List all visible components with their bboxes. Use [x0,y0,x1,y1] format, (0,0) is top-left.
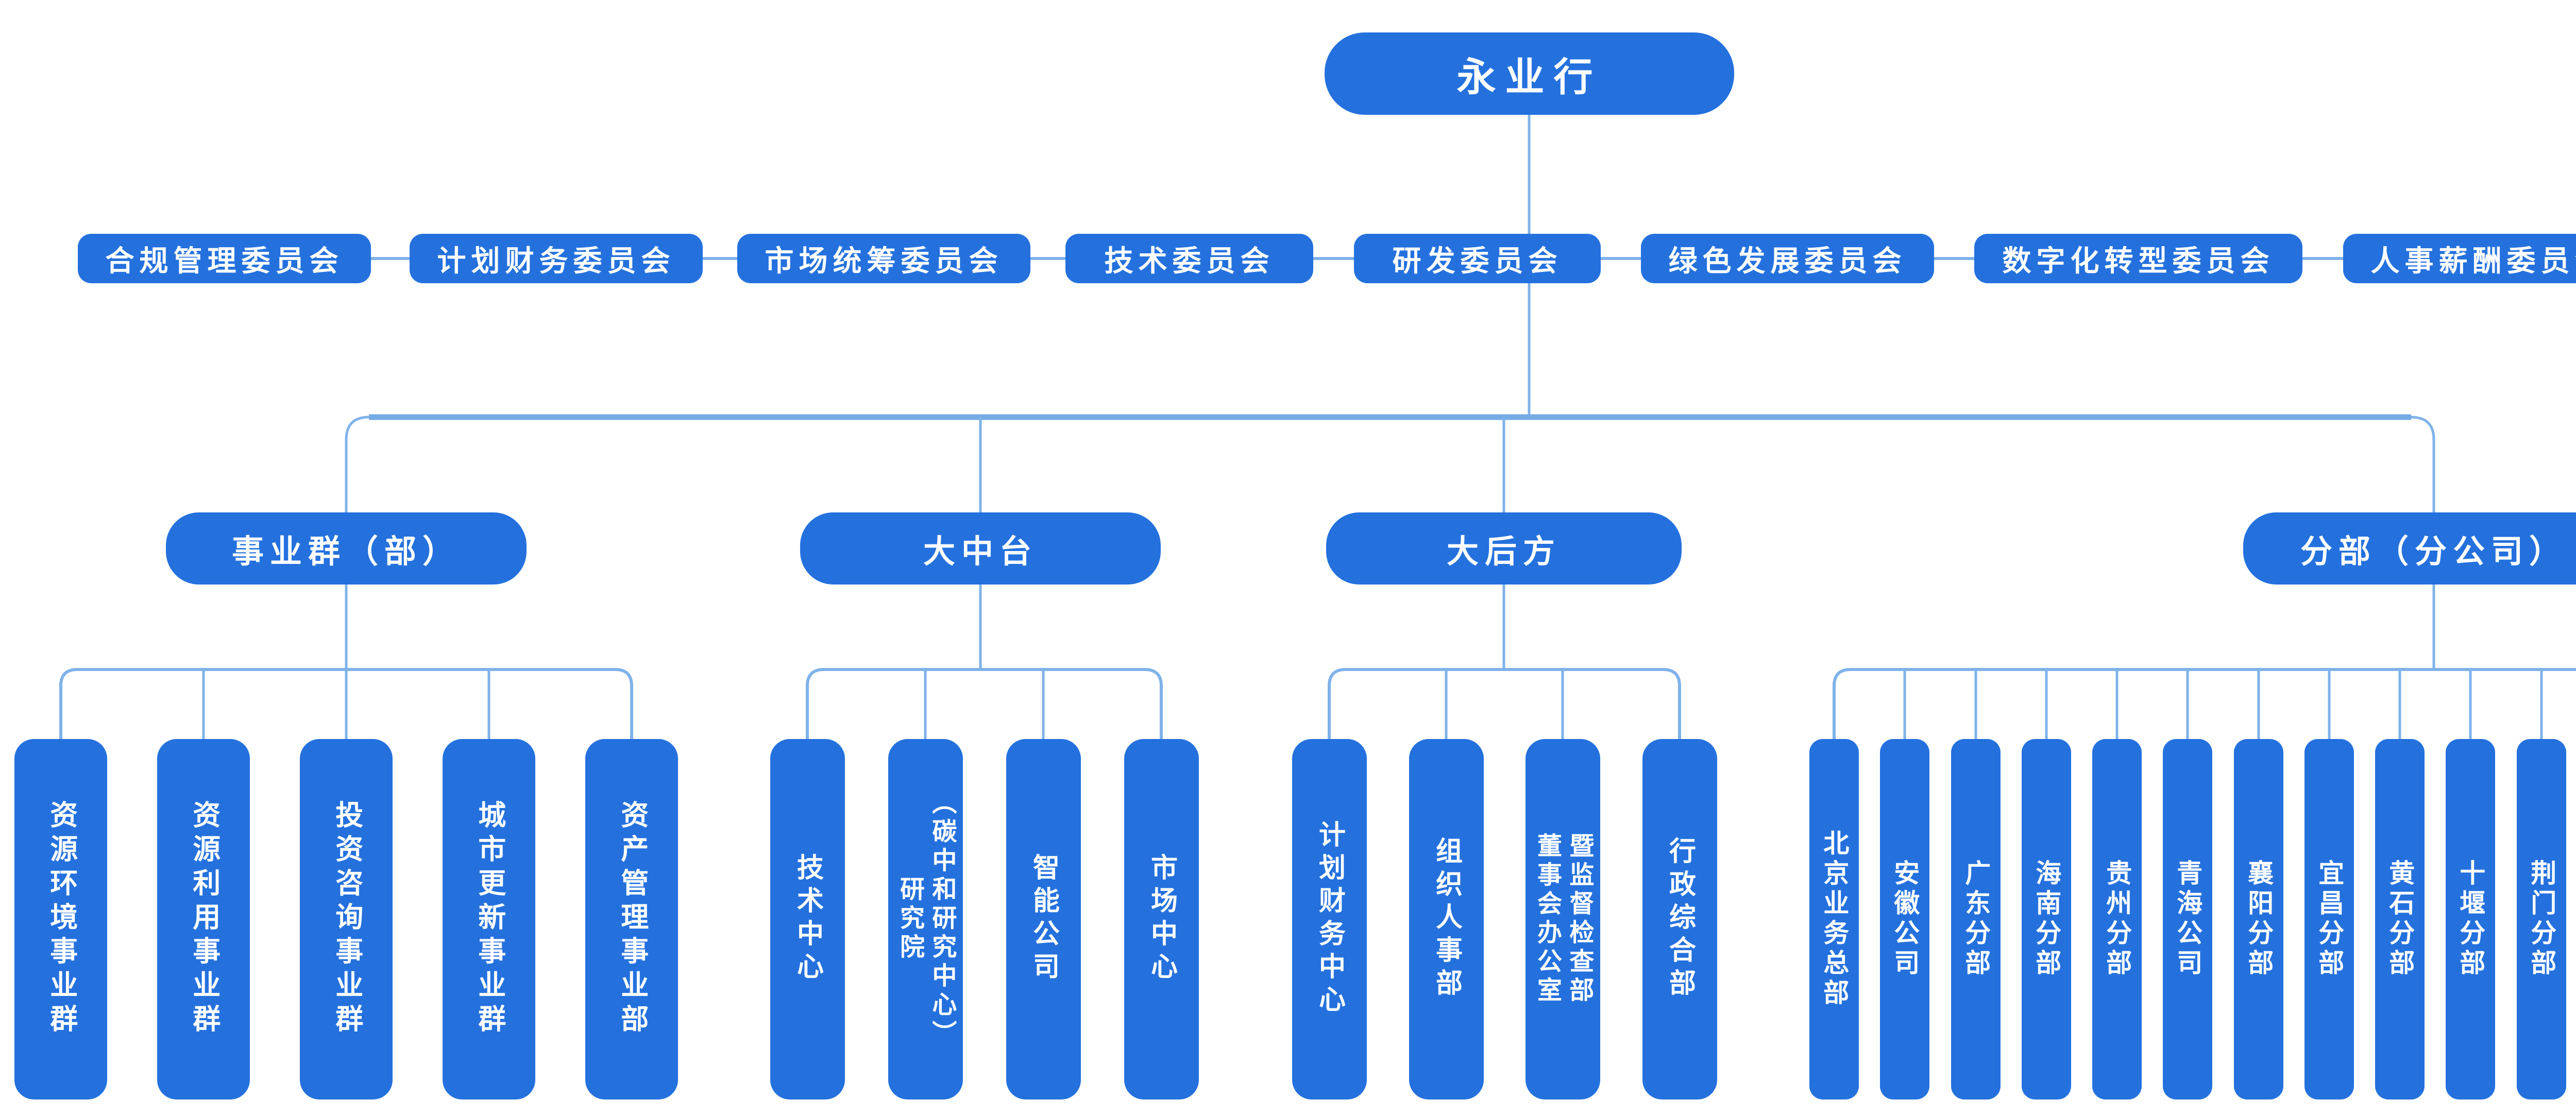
committee-node-5: 研发委员会 [1354,234,1601,283]
leaf-node-4-8: 宜昌分部 [2304,739,2354,1099]
leaf-label: 研究院 （碳中和研究中心） [896,789,956,1049]
committee-node-4: 技术委员会 [1065,234,1313,283]
leaf-label: 智能公司 [1028,853,1059,985]
leaf-node-4-10: 十堰分部 [2446,739,2495,1099]
leaf-label: 市场中心 [1146,853,1177,985]
leaf-node-2-3: 智能公司 [1006,739,1081,1099]
leaf-label: 组织人事部 [1431,837,1462,1002]
leaf-node-3-3: 董事会办公室 暨监督检查部 [1525,739,1600,1099]
leaf-node-1-1: 资源环境事业群 [14,739,107,1099]
group-header-node-2: 大中台 [800,512,1161,585]
leaf-node-2-2: 研究院 （碳中和研究中心） [888,739,963,1099]
leaf-label: 投资咨询事业群 [331,800,362,1038]
leaf-node-4-7: 襄阳分部 [2234,739,2283,1099]
leaf-node-4-1: 北京业务总部 [1809,739,1859,1099]
committee-node-8: 人事薪酬委员会 [2343,234,2576,283]
leaf-label: 资源利用事业群 [188,800,219,1038]
leaf-node-1-4: 城市更新事业群 [443,739,535,1099]
group-header-node-4: 分部（分公司） [2243,512,2576,585]
leaf-node-4-5: 贵州分部 [2092,739,2142,1099]
leaf-node-4-11: 荆门分部 [2517,739,2566,1099]
group-header-node-3: 大后方 [1326,512,1682,585]
leaf-label: 安徽公司 [1890,860,1920,979]
leaf-label: 资源环境事业群 [45,800,77,1038]
leaf-node-3-4: 行政综合部 [1642,739,1717,1099]
leaf-node-4-6: 青海公司 [2163,739,2212,1099]
leaf-label: 北京业务总部 [1820,830,1849,1009]
committee-node-3: 市场统筹委员会 [737,234,1030,283]
leaf-label: 技术中心 [792,853,823,985]
leaf-label: 广东分部 [1961,860,1991,979]
leaf-node-4-3: 广东分部 [1951,739,2001,1099]
leaf-node-2-1: 技术中心 [770,739,845,1099]
leaf-node-3-2: 组织人事部 [1409,739,1484,1099]
leaf-label: 黄石分部 [2385,860,2415,979]
leaf-label: 资产管理事业部 [616,800,648,1038]
committee-node-7: 数字化转型委员会 [1974,234,2302,283]
committee-node-6: 绿色发展委员会 [1641,234,1934,283]
leaf-label: 海南分部 [2032,860,2061,979]
leaf-label: 荆门分部 [2527,860,2556,979]
leaf-node-4-2: 安徽公司 [1880,739,1929,1099]
root-node: 永业行 [1325,32,1734,115]
leaf-node-4-4: 海南分部 [2022,739,2071,1099]
leaf-label: 贵州分部 [2103,860,2132,979]
leaf-label: 城市更新事业群 [473,800,505,1038]
leaf-label: 青海公司 [2173,860,2202,979]
leaf-label: 董事会办公室 暨监督检查部 [1533,833,1593,1006]
leaf-node-1-2: 资源利用事业群 [157,739,250,1099]
committee-node-2: 计划财务委员会 [410,234,703,283]
leaf-label: 行政综合部 [1665,837,1695,1002]
leaf-node-1-3: 投资咨询事业群 [300,739,393,1099]
leaf-label: 襄阳分部 [2244,860,2274,979]
leaf-node-1-5: 资产管理事业部 [585,739,678,1099]
committee-node-1: 合规管理委员会 [78,234,371,283]
group-header-node-1: 事业群（部） [166,512,527,585]
leaf-node-2-4: 市场中心 [1124,739,1199,1099]
leaf-label: 十堰分部 [2456,860,2485,979]
leaf-label: 宜昌分部 [2315,860,2344,979]
leaf-node-3-1: 计划财务中心 [1292,739,1367,1099]
leaf-node-4-9: 黄石分部 [2375,739,2425,1099]
leaf-label: 计划财务中心 [1314,820,1345,1018]
